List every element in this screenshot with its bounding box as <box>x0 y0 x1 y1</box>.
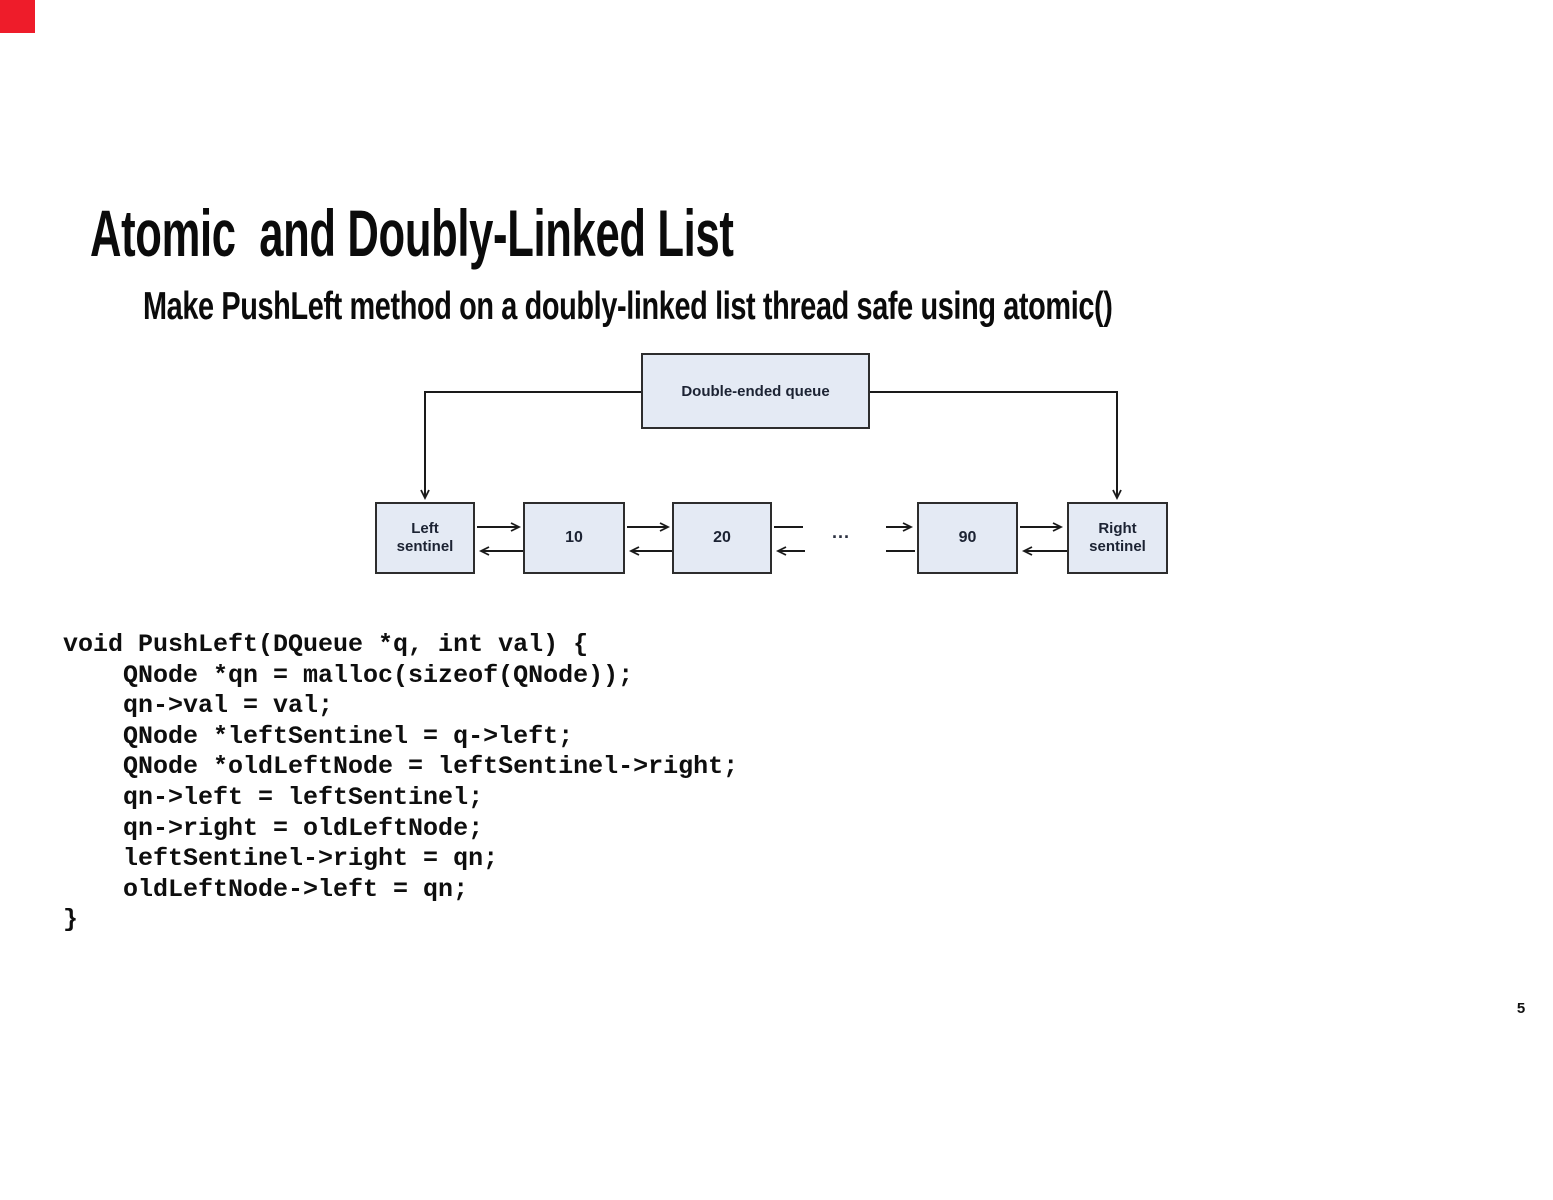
edge-root-to-left-sentinel <box>420 391 641 501</box>
red-corner-marker <box>0 0 35 33</box>
node-90: 90 <box>917 502 1018 574</box>
node-10: 10 <box>523 502 625 574</box>
deque-root-box: Double-ended queue <box>641 353 870 429</box>
node-right-sentinel: Right sentinel <box>1067 502 1168 574</box>
node-left-sentinel-label: Left sentinel <box>396 520 454 555</box>
list-ellipsis: ... <box>831 522 850 542</box>
node-90-label: 90 <box>958 529 977 546</box>
node-right-sentinel-label: Right sentinel <box>1089 520 1146 555</box>
node-20-label: 20 <box>713 529 731 546</box>
slide-subtitle: Make PushLeft method on a doubly-linked … <box>143 285 1113 328</box>
node-20: 20 <box>672 502 772 574</box>
deque-root-label: Double-ended queue <box>681 382 830 400</box>
page-number: 5 <box>1516 1000 1526 1017</box>
edge-root-to-right-sentinel <box>869 391 1122 501</box>
node-left-sentinel: Left sentinel <box>375 502 475 574</box>
node-10-label: 10 <box>565 529 583 546</box>
slide-title: Atomic and Doubly-Linked List <box>90 196 734 270</box>
pushleft-code-block: void PushLeft(DQueue *q, int val) { QNod… <box>63 630 739 935</box>
